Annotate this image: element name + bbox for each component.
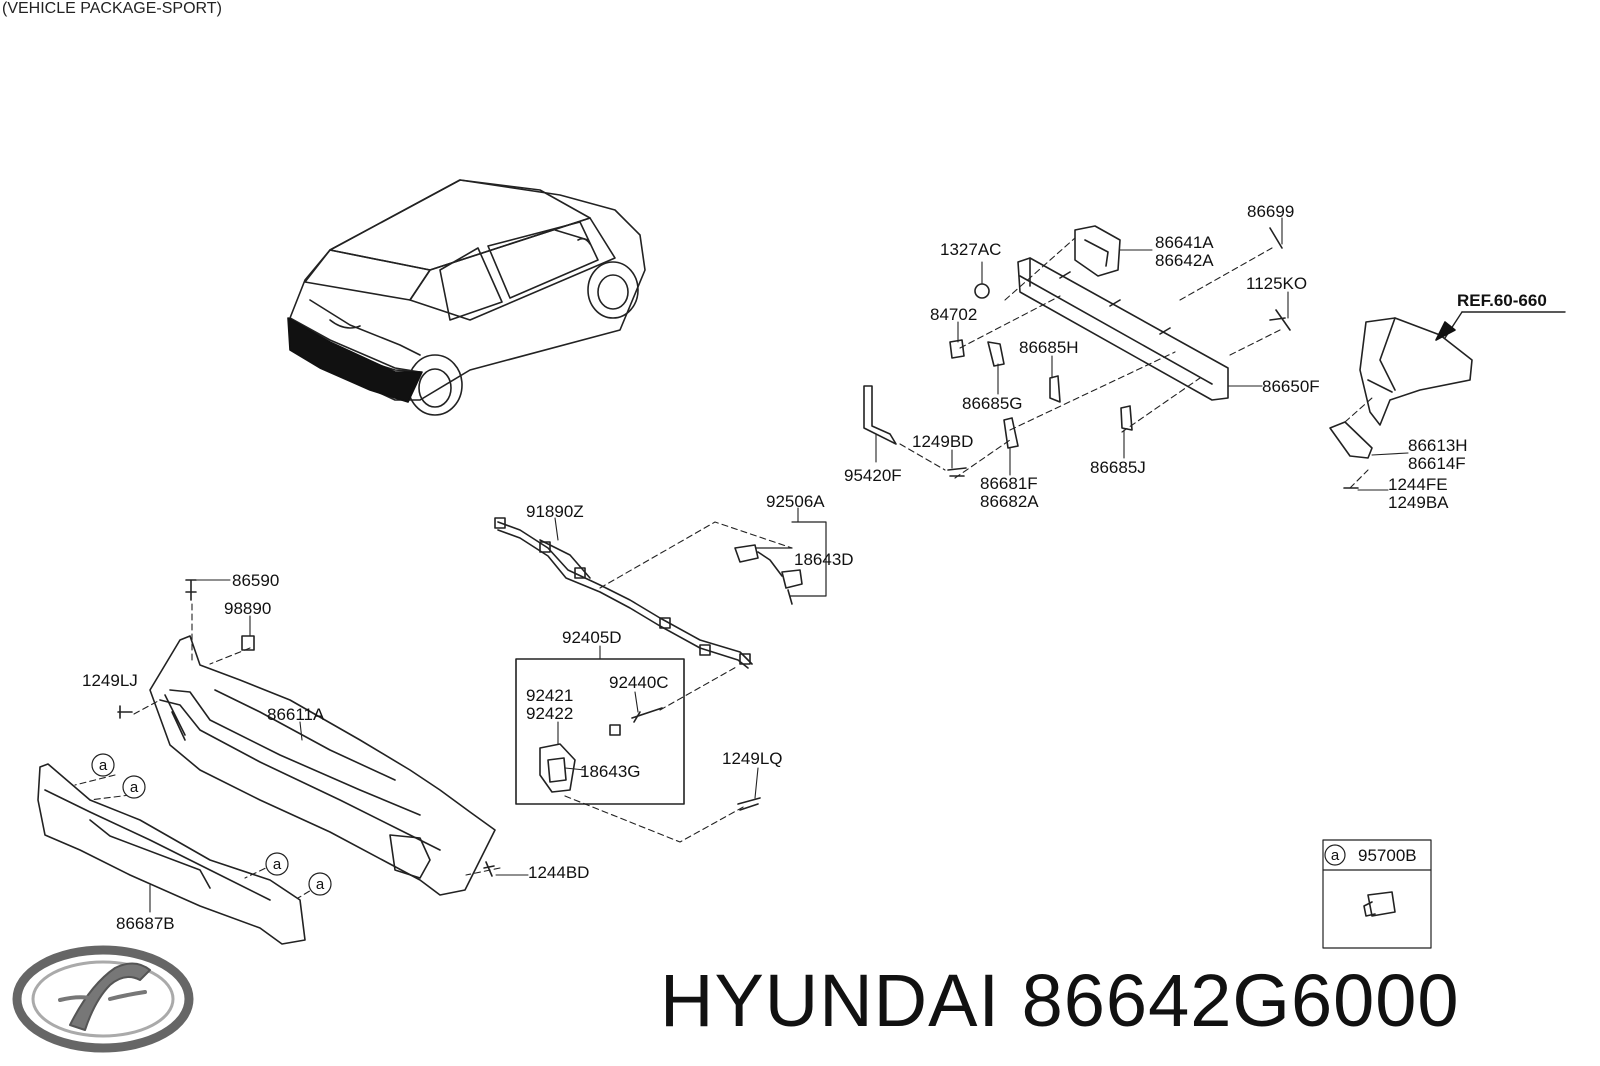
leader-lines — [149, 217, 1409, 913]
hyundai-logo-icon — [12, 945, 194, 1053]
callout-1244BD: 1244BD — [528, 863, 589, 882]
callout-86681F: 86681F — [980, 474, 1038, 493]
callout-92440C: 92440C — [609, 673, 669, 692]
callout-18643G: 18643G — [580, 762, 641, 781]
part-number: 86642G6000 — [1021, 959, 1460, 1042]
bumper-beam-86650F — [1017, 257, 1229, 401]
marker-a: a — [316, 876, 325, 893]
wiring-harness-91890Z — [494, 517, 753, 669]
callout-95420F: 95420F — [844, 466, 902, 485]
callout-92422: 92422 — [526, 704, 573, 723]
callout-86590: 86590 — [232, 571, 279, 590]
callout-labels: 86699 1327AC 86641A 86642A 1125KO 84702 … — [82, 202, 1547, 933]
callout-1327AC: 1327AC — [940, 240, 1001, 259]
callout-1249BD: 1249BD — [912, 432, 973, 451]
callout-18643D: 18643D — [794, 550, 854, 569]
callout-1249LQ: 1249LQ — [722, 749, 783, 768]
callout-86685G: 86685G — [962, 394, 1023, 413]
callout-1244FE: 1244FE — [1388, 475, 1448, 494]
brand-part-title: HYUNDAI 86642G6000 — [660, 958, 1460, 1043]
callout-92421: 92421 — [526, 686, 573, 705]
legend-marker: a — [1331, 847, 1340, 864]
callout-84702: 84702 — [930, 305, 977, 324]
callout-86641A: 86641A — [1155, 233, 1214, 252]
callout-86613H: 86613H — [1408, 436, 1468, 455]
sensor-harness-92506A — [734, 544, 803, 605]
callout-91890Z: 91890Z — [526, 502, 584, 521]
callout-1125KO: 1125KO — [1246, 274, 1307, 293]
legend-part: 95700B — [1358, 846, 1417, 865]
callout-86685J: 86685J — [1090, 458, 1146, 477]
callout-86699: 86699 — [1247, 202, 1294, 221]
callout-86650F: 86650F — [1262, 377, 1320, 396]
marker-a: a — [273, 856, 282, 873]
callout-86611A: 86611A — [267, 705, 325, 724]
camera-92421 — [539, 743, 576, 793]
callout-92506A: 92506A — [766, 492, 825, 511]
callout-86642A: 86642A — [1155, 251, 1214, 270]
ref-label: REF.60-660 — [1457, 291, 1547, 310]
callout-86685H: 86685H — [1019, 338, 1079, 357]
marker-a: a — [130, 779, 139, 796]
callout-1249BA: 1249BA — [1388, 493, 1449, 512]
variant-header: (VEHICLE PACKAGE-SPORT) — [2, 0, 222, 17]
callout-1249LJ: 1249LJ — [82, 671, 138, 690]
reference-lines — [74, 237, 1373, 899]
callout-92405D: 92405D — [562, 628, 622, 647]
marker-a: a — [99, 757, 108, 774]
car-illustration — [289, 179, 646, 416]
bracket-86641A — [1074, 225, 1121, 277]
lower-garnish-86687B — [37, 763, 306, 945]
rear-bumper-cover-86611A — [149, 635, 496, 896]
callout-86682A: 86682A — [980, 492, 1039, 511]
side-bracket — [1329, 317, 1473, 459]
callout-98890: 98890 — [224, 599, 271, 618]
callout-86687B: 86687B — [116, 914, 175, 933]
brand-name: HYUNDAI — [660, 959, 1001, 1042]
callout-86614F: 86614F — [1408, 454, 1466, 473]
